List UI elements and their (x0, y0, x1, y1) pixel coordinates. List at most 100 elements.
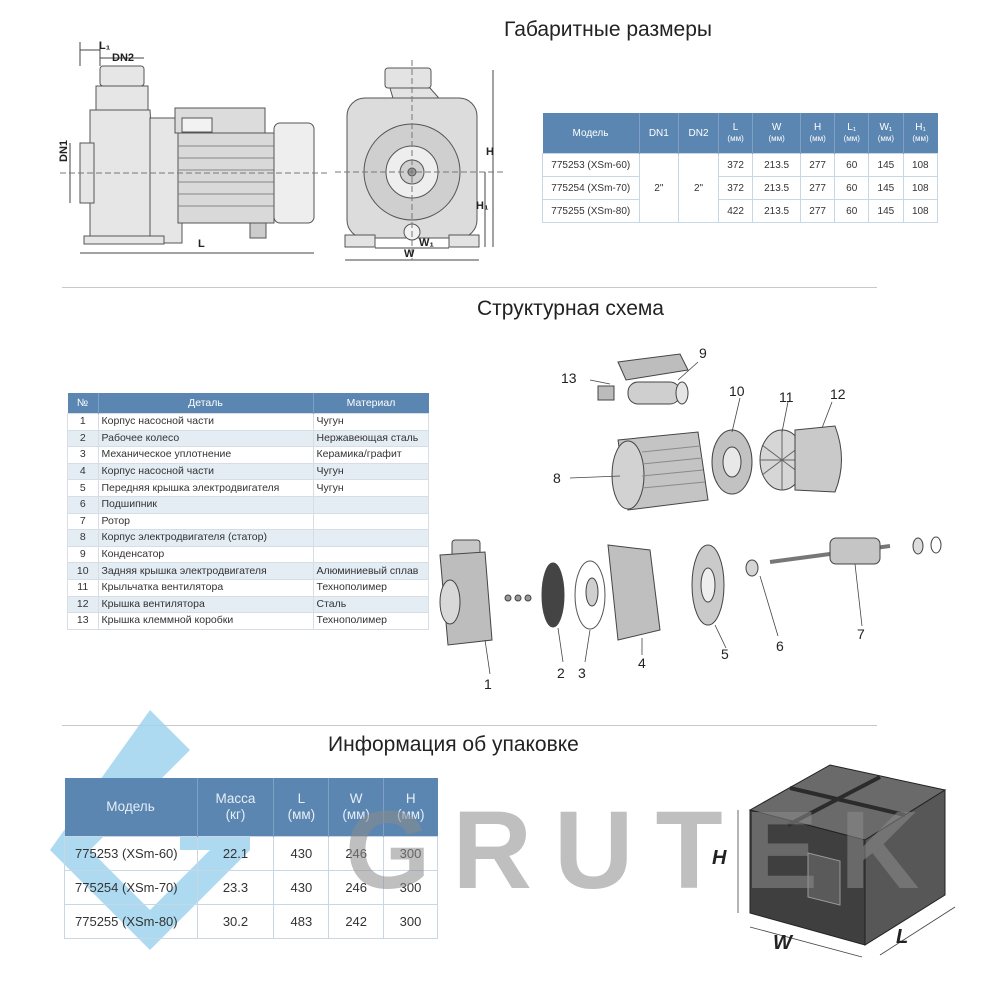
dim-label-l1: L₁ (99, 40, 111, 52)
dim-label-h1: H₁ (476, 200, 489, 212)
box-label-h: H (712, 847, 727, 869)
cell-part: Конденсатор (97, 545, 314, 564)
cell-material: Технополимер (312, 578, 429, 597)
cell-part: Подшипник (97, 495, 314, 514)
cell-part: Корпус насосной части (97, 413, 314, 431)
header-num: № (67, 393, 99, 414)
cell-num: 12 (67, 595, 99, 614)
dim-label-dn1: DN1 (58, 139, 70, 162)
header-cell: DN1 (639, 113, 680, 154)
dimensions-table-header: Модель DN1 DN2 L(мм) W(мм) H(мм) L₁(мм) … (542, 113, 938, 154)
cell-material: Сталь (312, 595, 429, 614)
part-3-shape (574, 560, 606, 630)
cell-h1: 108 (902, 199, 939, 223)
cell-num: 10 (67, 562, 99, 580)
cell-l: 430 (273, 836, 330, 871)
cell-part: Рабочее колесо (97, 429, 314, 448)
header-cell: H(мм) (800, 113, 836, 154)
header-cell: Масса(кг) (197, 778, 275, 837)
callout-8: 8 (553, 470, 561, 486)
cell-l: 422 (717, 199, 754, 223)
part-1-shape (439, 539, 493, 646)
cell-w: 246 (328, 836, 385, 871)
cell-h: 277 (799, 153, 836, 177)
packing-title: Информация об упаковке (328, 733, 579, 756)
callout-1: 1 (484, 676, 492, 692)
cell-material: Чугун (312, 479, 429, 497)
table-row: 775255 (XSm-80) 30.2 483 242 300 (64, 904, 438, 939)
callout-10: 10 (729, 383, 745, 399)
cell-dn2: 2" (678, 153, 719, 223)
cell-model: 775254 (XSm-70) (64, 870, 198, 905)
cell-num: 6 (67, 495, 99, 514)
cell-part: Задняя крышка электродвигателя (97, 562, 314, 580)
cell-part: Корпус насосной части (97, 462, 314, 481)
cell-w: 246 (328, 870, 385, 905)
dim-label-dn2: DN2 (112, 52, 135, 64)
cell-part: Корпус электродвигателя (статор) (97, 529, 314, 547)
table-row: 775253 (XSm-60) 2" 2" 372 213.5 277 60 1… (542, 153, 939, 223)
table-row: 775255 (XSm-80) 422 213.5 277 60 145 108 (542, 199, 939, 223)
part-7-shape (769, 536, 942, 565)
cell-num: 9 (67, 545, 99, 564)
dimensions-table: Модель DN1 DN2 L(мм) W(мм) H(мм) L₁(мм) … (542, 113, 939, 223)
header-cell: H(мм) (383, 778, 438, 837)
part-9-shape (627, 381, 681, 405)
cell-part: Крышка клеммной коробки (97, 612, 314, 630)
cell-h1: 108 (902, 176, 939, 200)
cell-mass: 30.2 (196, 904, 275, 939)
cell-l: 372 (717, 176, 754, 200)
cell-material: Керамика/графит (312, 446, 429, 464)
header-cell: DN2 (678, 113, 719, 154)
divider (62, 725, 877, 726)
cell-material: Чугун (312, 462, 429, 481)
cell-material: Технополимер (312, 612, 429, 630)
cell-h: 277 (799, 176, 836, 200)
callout-11: 11 (779, 389, 794, 405)
cell-h: 300 (383, 836, 438, 871)
callout-3: 3 (578, 665, 586, 681)
cell-part: Передняя крышка электродвигателя (97, 479, 314, 497)
cell-h: 277 (799, 199, 836, 223)
cell-num: 5 (67, 479, 99, 497)
cell-w1: 145 (868, 153, 904, 177)
cell-model: 775255 (XSm-80) (542, 199, 640, 223)
cell-material (312, 495, 429, 514)
cell-mass: 23.3 (196, 870, 275, 905)
header-part: Деталь (98, 393, 314, 414)
cell-h: 300 (383, 904, 438, 939)
dim-label-w1: W₁ (419, 237, 434, 249)
cell-num: 11 (67, 578, 99, 597)
cell-w: 213.5 (752, 153, 801, 177)
header-cell: L(мм) (718, 113, 754, 154)
exploded-view-diagram (439, 353, 942, 675)
cell-material: Чугун (312, 413, 429, 431)
header-cell: Модель (64, 778, 198, 837)
cell-num: 3 (67, 446, 99, 464)
header-cell: H₁(мм) (903, 113, 938, 154)
part-12-shape (794, 425, 842, 493)
cell-part: Механическое уплотнение (97, 446, 314, 464)
callout-9: 9 (699, 345, 707, 361)
cell-w: 242 (328, 904, 385, 939)
cell-num: 1 (67, 413, 99, 431)
cell-num: 13 (67, 612, 99, 630)
cell-h1: 108 (902, 153, 939, 177)
callout-13: 13 (561, 370, 577, 386)
cell-part: Крыльчатка вентилятора (97, 578, 314, 597)
cell-model: 775253 (XSm-60) (64, 836, 198, 871)
callout-7: 7 (857, 626, 865, 642)
header-cell: W₁(мм) (868, 113, 904, 154)
structure-title: Структурная схема (477, 297, 664, 320)
callout-5: 5 (721, 646, 729, 662)
table-row: 775253 (XSm-60) 22.1 430 246 300 (64, 836, 438, 871)
